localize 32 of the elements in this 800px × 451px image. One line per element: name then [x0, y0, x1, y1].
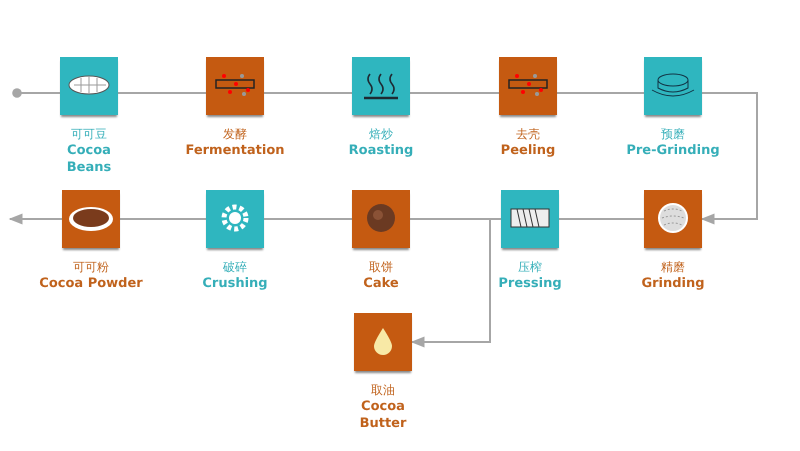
step-label: 破碎 [223, 260, 247, 275]
step-label: Fermentation [184, 142, 286, 159]
step-label: Cocoa Butter [358, 398, 408, 432]
connector-line [410, 92, 499, 94]
step-label: Cocoa Powder [38, 275, 144, 292]
step-label: 取油 [371, 383, 395, 398]
step-label: 压榨 [518, 260, 542, 275]
connector-line [118, 92, 206, 94]
connector-line [559, 218, 644, 220]
step-label: 精磨 [661, 260, 685, 275]
step-label: Grinding [640, 275, 706, 292]
step-label: Cocoa Beans [66, 142, 112, 176]
connector-line [264, 92, 352, 94]
step-label: 发酵 [223, 127, 247, 142]
arrow [700, 92, 758, 225]
step-label: 预磨 [661, 127, 685, 142]
step-label: 取饼 [369, 260, 393, 275]
arrow [410, 218, 501, 348]
step-label: Peeling [500, 142, 556, 159]
step-label: Pre-Grinding [625, 142, 721, 159]
step-label: 去壳 [516, 127, 540, 142]
arrow [8, 213, 62, 225]
step-label: 可可豆 [71, 127, 107, 142]
step-label: 焙炒 [369, 127, 393, 142]
step-label: Crushing [201, 275, 269, 292]
step-label: Roasting [348, 142, 414, 159]
connector-line [557, 92, 644, 94]
step-label: Cake [362, 275, 400, 292]
step-label: Pressing [497, 275, 563, 292]
connector-line [264, 218, 352, 220]
step-label: 可可粉 [73, 260, 109, 275]
connector-line [120, 218, 206, 220]
